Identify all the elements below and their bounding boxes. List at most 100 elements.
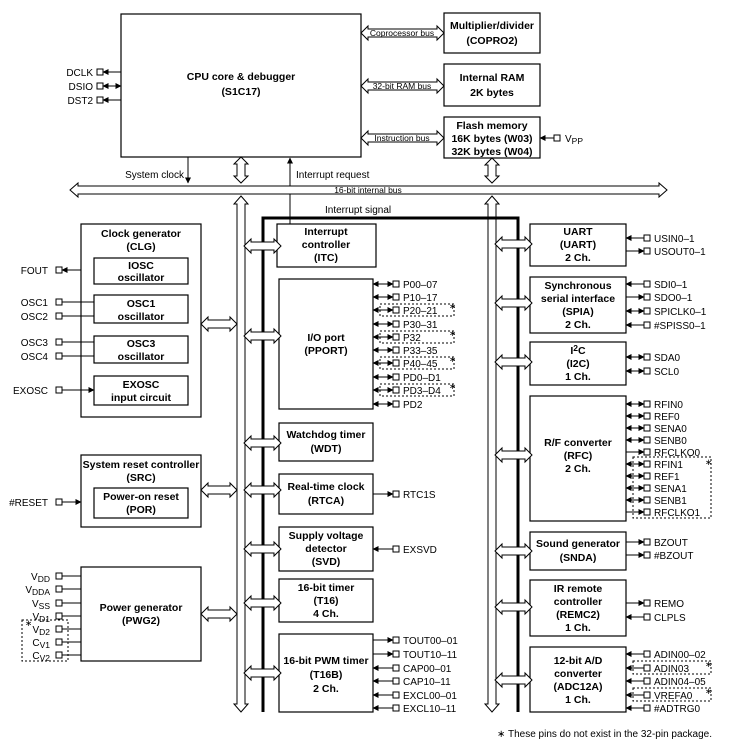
svg-text:PD0–D1: PD0–D1: [403, 373, 441, 384]
svg-text:1 Ch.: 1 Ch.: [565, 694, 591, 706]
footnote: ∗ These pins do not exist in the 32-pin …: [497, 729, 712, 740]
internal-bus: [69, 181, 668, 199]
svg-text:VD1: VD1: [32, 612, 50, 624]
svg-text:ADIN03: ADIN03: [654, 664, 689, 675]
t16-block: 16-bit timer (T16) 4 Ch.: [278, 578, 374, 623]
svg-text:(ADC12A): (ADC12A): [553, 681, 602, 693]
rtca-block: Real-time clock (RTCA): [278, 473, 374, 515]
svg-text:(RFC): (RFC): [564, 450, 593, 462]
svd-bus-connector: [243, 540, 282, 558]
svg-text:12-bit A/D: 12-bit A/D: [554, 655, 603, 667]
adc-pin-1: ADIN03: [625, 664, 689, 675]
pwg-pin-1: VDDA: [25, 585, 81, 597]
svg-text:serial interface: serial interface: [541, 293, 615, 305]
svg-text:(SRC): (SRC): [126, 472, 155, 484]
pport-pin-3: P30–31: [372, 320, 438, 331]
svg-text:CLPLS: CLPLS: [654, 613, 686, 624]
svg-text:(T16): (T16): [313, 595, 338, 607]
svg-text:Synchronous: Synchronous: [544, 280, 611, 292]
svg-text:Coprocessor bus: Coprocessor bus: [370, 28, 434, 38]
spia-pin-0: SDI0–1: [625, 280, 688, 291]
svg-text:Multiplier/divider: Multiplier/divider: [450, 20, 534, 32]
pport-pin-9: PD2: [372, 400, 423, 411]
cpu-bus-connector: [232, 156, 250, 184]
svg-text:(UART): (UART): [560, 239, 596, 251]
svg-text:RFCLKO1: RFCLKO1: [654, 508, 701, 519]
svg-text:OSC1: OSC1: [127, 298, 156, 310]
rfc-pin-4: RFCLKO0: [626, 448, 701, 459]
svg-text:controller: controller: [554, 596, 602, 608]
svg-text:(PPORT): (PPORT): [304, 345, 347, 357]
svg-text:(CLG): (CLG): [126, 241, 155, 253]
svg-text:SENA0: SENA0: [654, 424, 687, 435]
ram-bus: 32-bit RAM bus: [360, 77, 445, 95]
svg-text:(COPRO2): (COPRO2): [466, 35, 517, 47]
svg-text:P33–35: P33–35: [403, 346, 438, 357]
right-vertical-bus: [483, 195, 501, 713]
svg-text:(REMC2): (REMC2): [556, 609, 600, 621]
svg-text:PD2: PD2: [403, 400, 423, 411]
svg-text:EXCL10–11: EXCL10–11: [403, 704, 457, 715]
rtca-bus-connector: [243, 481, 282, 499]
svg-text:SENA1: SENA1: [654, 484, 687, 495]
svg-text:REF1: REF1: [654, 472, 680, 483]
svd-block: Supply voltage detector (SVD): [278, 526, 374, 572]
svg-text:CAP00–01: CAP00–01: [403, 664, 452, 675]
svg-text:2 Ch.: 2 Ch.: [565, 252, 591, 264]
rfc-pin-9: RFCLKO1: [626, 508, 701, 519]
svg-text:∗: ∗: [449, 328, 456, 338]
svg-text:VREFA0: VREFA0: [654, 691, 693, 702]
svg-text:SPICLK0–1: SPICLK0–1: [654, 307, 707, 318]
pport-block: I/O port (PPORT): [278, 278, 374, 410]
svg-text:1 Ch.: 1 Ch.: [565, 622, 591, 634]
svg-text:CV2: CV2: [32, 651, 50, 663]
snda-bus-connector: [494, 542, 533, 560]
svg-text:16-bit timer: 16-bit timer: [298, 582, 355, 594]
rfc-pin-1: REF0: [625, 412, 680, 423]
svg-text:Watchdog timer: Watchdog timer: [287, 429, 366, 441]
pport-pins: P00–07P10–17P20–21P30–31P32P33–35P40–45P…: [372, 280, 456, 411]
svg-text:EXOSC: EXOSC: [13, 386, 48, 397]
svg-text:VPP: VPP: [565, 134, 583, 146]
pwg-pin-4: VD2: [32, 625, 81, 637]
remc-bus-connector: [494, 598, 533, 616]
svg-text:input circuit: input circuit: [111, 392, 172, 404]
svg-text:PD3–D4: PD3–D4: [403, 386, 441, 397]
vpp-pin: VPP: [539, 134, 583, 146]
spia-pin-3: #SPISS0–1: [625, 321, 706, 332]
svg-text:oscillator: oscillator: [118, 311, 165, 323]
cpu-core-block: CPU core & debugger (S1C17): [120, 13, 362, 158]
svg-text:SCL0: SCL0: [654, 367, 679, 378]
svg-text:SDI0–1: SDI0–1: [654, 280, 688, 291]
svg-text:∗: ∗: [449, 381, 456, 391]
svg-text:VDDA: VDDA: [25, 585, 50, 597]
t16b-pin-5: EXCL10–11: [372, 704, 457, 715]
svg-text:32K bytes (W04): 32K bytes (W04): [451, 146, 532, 158]
svg-text:OSC3: OSC3: [21, 338, 49, 349]
pport-pin-6: P40–45: [372, 359, 438, 370]
rtc1s-pin: RTC1S: [373, 490, 436, 501]
svg-text:(S1C17): (S1C17): [221, 86, 260, 98]
svg-text:Interrupt: Interrupt: [304, 226, 348, 238]
uart-pin-1: USOUT0–1: [626, 247, 706, 258]
svg-text:P20–21: P20–21: [403, 306, 438, 317]
svg-text:DST2: DST2: [67, 96, 93, 107]
t16b-pin-3: CAP10–11: [372, 677, 451, 688]
svg-text:(SNDA): (SNDA): [560, 552, 597, 564]
svg-text:P00–07: P00–07: [403, 280, 438, 291]
interrupt-signal-label: Interrupt signal: [325, 205, 391, 216]
flash-block: Flash memory 16K bytes (W03) 32K bytes (…: [443, 116, 541, 159]
remc-block: IR remote controller (REMC2) 1 Ch.: [529, 579, 627, 637]
svg-text:OSC2: OSC2: [21, 312, 49, 323]
pport-pin-8: PD3–D4: [372, 386, 441, 397]
svg-text:2 Ch.: 2 Ch.: [565, 463, 591, 475]
t16b-pin-1: TOUT10–11: [373, 650, 458, 661]
uart-pin-0: USIN0–1: [625, 234, 695, 245]
debug-pins: DCLK DSIO DST2: [66, 68, 122, 107]
svg-text:TOUT10–11: TOUT10–11: [403, 650, 458, 661]
flash-bus-connector: [483, 157, 501, 184]
t16b-pins: TOUT00–01TOUT10–11CAP00–01CAP10–11EXCL00…: [372, 636, 458, 715]
svg-text:EXCL00–01: EXCL00–01: [403, 691, 457, 702]
interrupt-signal-line: [261, 216, 520, 712]
internal-bus-label: 16-bit internal bus: [334, 185, 402, 195]
